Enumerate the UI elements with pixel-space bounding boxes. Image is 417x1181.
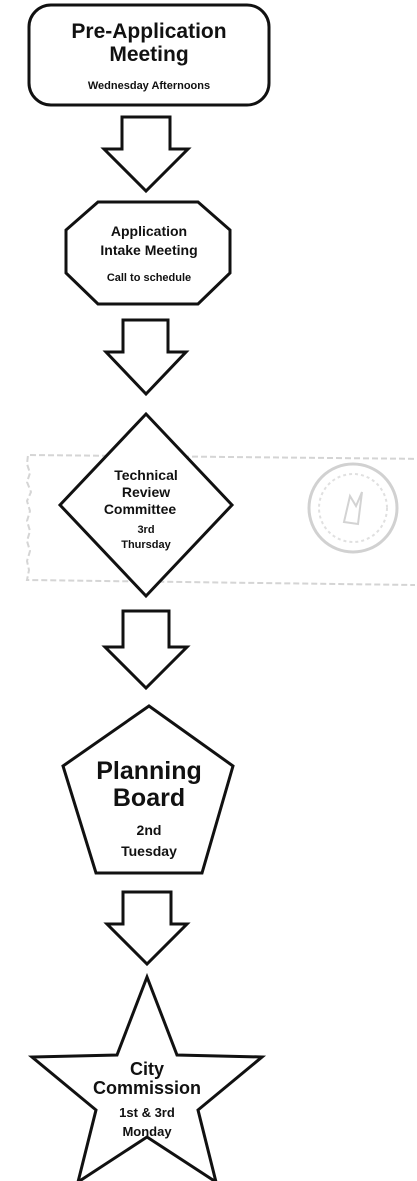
- technical-review-node: Technical Review Committee 3rd Thursday: [57, 411, 235, 599]
- city-commission-node: City Commission 1st & 3rd Monday: [27, 972, 267, 1181]
- notary-stamp: [25, 453, 417, 586]
- planning-board-pentagon: [61, 704, 235, 875]
- technical-review-title-3: Committee: [104, 501, 177, 517]
- technical-review-schedule-2: Thursday: [121, 539, 171, 551]
- city-commission-star: [27, 972, 267, 1181]
- planning-board-title-2: Board: [113, 784, 185, 812]
- technical-review-title-1: Technical: [114, 467, 178, 483]
- application-intake-title-1: Application: [111, 223, 187, 239]
- planning-board-node: Planning Board 2nd Tuesday: [61, 704, 235, 875]
- stamp-border: [25, 453, 417, 586]
- stamp-seal-bird: [342, 491, 363, 526]
- arrow-down-4: [103, 890, 191, 967]
- pre-application-title-2: Meeting: [109, 43, 188, 66]
- city-commission-schedule-1: 1st & 3rd: [119, 1105, 175, 1120]
- application-intake-title-2: Intake Meeting: [100, 242, 197, 258]
- technical-review-schedule-1: 3rd: [137, 524, 154, 536]
- arrow-down-3: [101, 609, 191, 691]
- city-commission-schedule-2: Monday: [122, 1124, 172, 1139]
- application-intake-node: Application Intake Meeting Call to sched…: [64, 200, 232, 306]
- technical-review-title-2: Review: [122, 484, 170, 500]
- application-intake-shape: [64, 200, 232, 306]
- pre-application-node: Pre-Application Meeting Wednesday Aftern…: [27, 3, 271, 107]
- pre-application-schedule: Wednesday Afternoons: [88, 80, 210, 92]
- pre-application-title-1: Pre-Application: [71, 20, 226, 43]
- application-intake-schedule: Call to schedule: [107, 272, 191, 284]
- stamp-seal-inner: [318, 473, 388, 543]
- arrow-down-2: [102, 318, 190, 397]
- city-commission-title-2: Commission: [93, 1078, 201, 1098]
- technical-review-diamond: [57, 411, 235, 599]
- planning-board-schedule-1: 2nd: [137, 822, 162, 838]
- planning-board-schedule-2: Tuesday: [121, 843, 177, 859]
- arrow-down-1: [100, 115, 192, 194]
- city-commission-title-1: City: [130, 1059, 164, 1079]
- planning-board-title-1: Planning: [96, 757, 202, 785]
- pre-application-box: [27, 3, 271, 107]
- stamp-seal: [307, 462, 399, 554]
